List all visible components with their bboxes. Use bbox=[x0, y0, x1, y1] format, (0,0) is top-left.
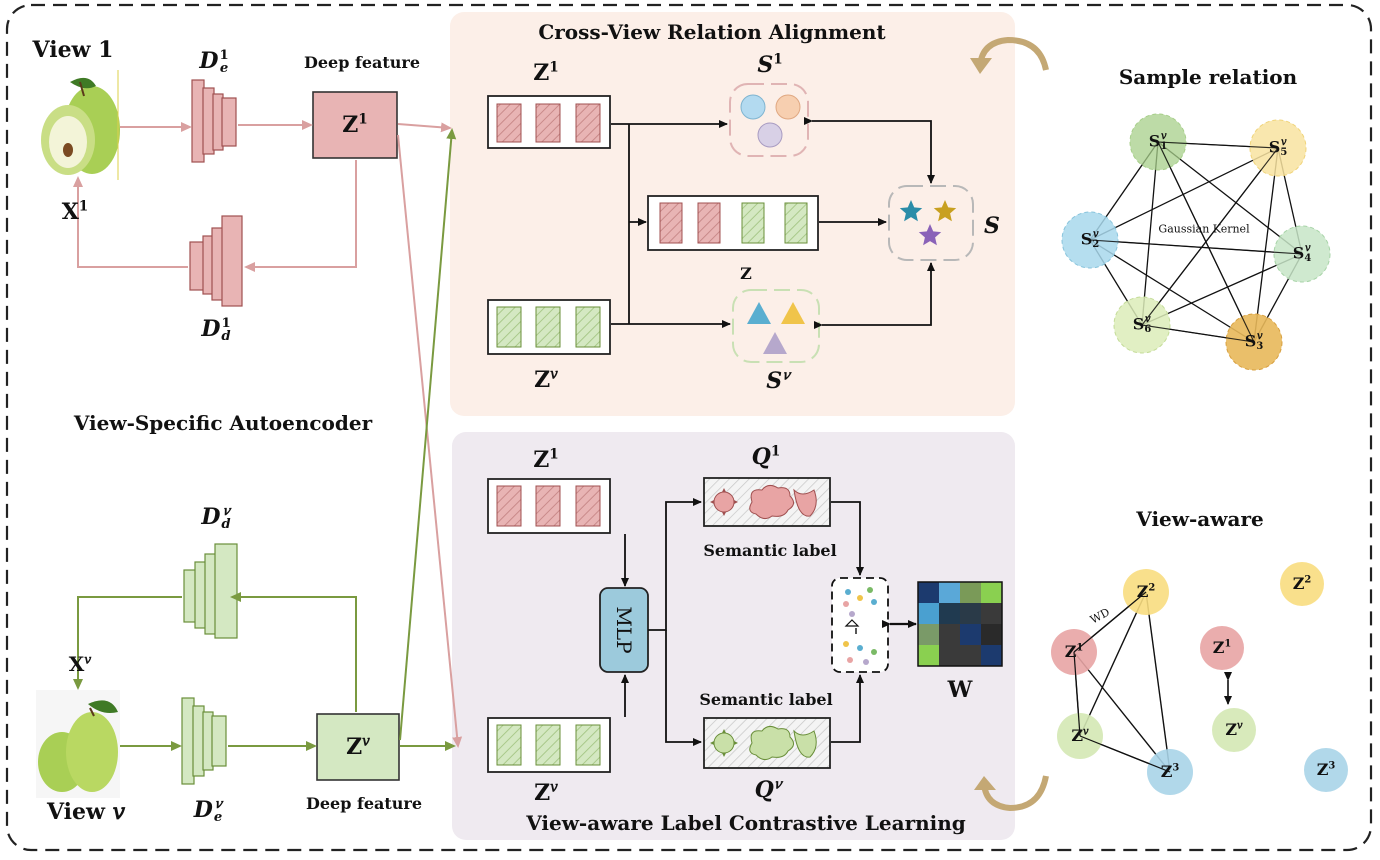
decoder-view1 bbox=[189, 215, 243, 307]
arrow-z1-to-decoder bbox=[244, 160, 357, 272]
x1-label: X1 bbox=[61, 198, 89, 225]
sample-relation-edges-top bbox=[1089, 141, 1303, 343]
va-left-z1: Z1 bbox=[1064, 642, 1084, 661]
arrow-decoder-to-xv bbox=[73, 596, 182, 690]
cross-view-title: Cross-View Relation Alignment bbox=[538, 20, 886, 44]
deep-feature-top-label: Deep feature bbox=[303, 53, 421, 72]
view-aware-left-edges-top bbox=[1073, 591, 1171, 773]
z1-box-label: Z1 bbox=[342, 111, 368, 138]
rotate-arrow-bottom bbox=[981, 775, 1049, 812]
arrow-z1-to-cross-view bbox=[397, 122, 452, 133]
xv-label: X𝑣 bbox=[68, 651, 92, 676]
rotate-arrow-top bbox=[977, 36, 1049, 71]
viewv-label: View 𝑣 bbox=[46, 799, 126, 825]
contrast-scatter-box bbox=[831, 577, 889, 673]
z1-feature-box bbox=[312, 91, 398, 159]
label-contrastive-title: View-aware Label Contrastive Learning bbox=[526, 811, 966, 835]
cross-zv-label: Z𝑣 bbox=[534, 366, 558, 393]
arrow-zv-to-decoder bbox=[230, 592, 357, 712]
view-specific-title: View-Specific Autoencoder bbox=[73, 411, 373, 435]
view-aware-title: View-aware bbox=[1136, 507, 1264, 531]
s1-relation-group bbox=[729, 83, 809, 157]
label-z1-label: Z1 bbox=[533, 446, 559, 473]
sv-label: S𝑣 bbox=[766, 367, 790, 394]
s-label: S bbox=[984, 213, 1000, 239]
w-matrix bbox=[917, 581, 1003, 667]
label-zv-vector bbox=[487, 717, 611, 773]
cross-z1-vector bbox=[487, 95, 611, 149]
deep-feature-bottom-label: Deep feature bbox=[305, 794, 423, 813]
pear-viewv-image bbox=[36, 690, 120, 798]
arrow-decoder-to-x1 bbox=[73, 176, 188, 268]
encoder-viewv bbox=[181, 697, 227, 785]
va-left-z2: Z2 bbox=[1136, 582, 1156, 601]
qv-semantic-box bbox=[703, 717, 831, 769]
q1-label: Q1 bbox=[751, 443, 781, 470]
arrow-zv-to-cross-view bbox=[399, 128, 457, 741]
cross-zv-vector bbox=[487, 299, 611, 355]
cross-z-concat-vector bbox=[647, 195, 819, 251]
semantic-label-top: Semantic label bbox=[703, 541, 837, 560]
zv-box-label: Z𝑣 bbox=[346, 733, 370, 760]
cross-z1-label: Z1 bbox=[533, 59, 559, 86]
view-aware-right-nodes bbox=[1200, 562, 1348, 792]
arrow-z1-to-label-learning bbox=[397, 134, 463, 748]
mlp-label: MLP bbox=[612, 606, 636, 654]
s1-label: S1 bbox=[757, 51, 783, 78]
s-relation-group bbox=[888, 185, 974, 261]
w-label: W bbox=[947, 677, 973, 703]
label-z1-vector bbox=[487, 478, 611, 534]
sample-relation-title: Sample relation bbox=[1118, 65, 1298, 89]
semantic-label-bottom: Semantic label bbox=[699, 690, 833, 709]
va-right-zv: Z𝑣 bbox=[1225, 720, 1243, 739]
va-left-zv: Z𝑣 bbox=[1071, 726, 1089, 745]
view1-label: View 1 bbox=[32, 37, 114, 63]
va-right-z1: Z1 bbox=[1212, 638, 1232, 657]
pear-view1-image bbox=[41, 70, 120, 180]
va-right-z3: Z3 bbox=[1316, 760, 1336, 779]
sample-relation-nodes bbox=[1061, 113, 1331, 371]
zv-feature-box bbox=[316, 713, 400, 781]
encoder-view1 bbox=[191, 79, 237, 163]
decoder-viewv bbox=[183, 543, 238, 639]
qv-label: Q𝑣 bbox=[754, 776, 782, 803]
gaussian-kernel-label: Gaussian Kernel bbox=[1158, 222, 1250, 236]
q1-semantic-box bbox=[703, 477, 831, 527]
va-right-z2: Z2 bbox=[1292, 574, 1312, 593]
va-left-z3: Z3 bbox=[1160, 762, 1180, 781]
outer-frame bbox=[5, 3, 1373, 852]
cross-z-label: Z bbox=[740, 264, 752, 283]
label-zv-label: Z𝑣 bbox=[534, 779, 558, 806]
